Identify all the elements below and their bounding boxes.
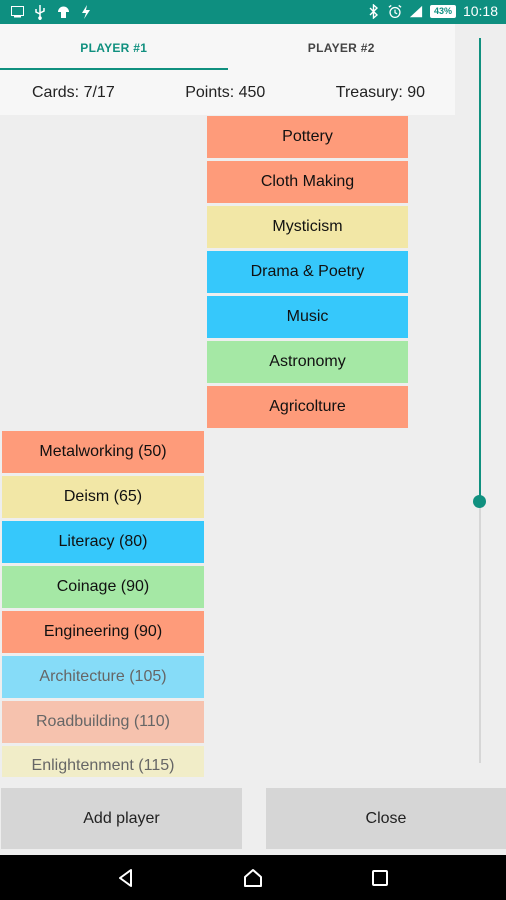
card-label: Metalworking (50) [39, 443, 167, 460]
card-item[interactable]: Deism (65) [2, 476, 204, 518]
tab-player-1[interactable]: PLAYER #1 [0, 24, 228, 70]
card-label: Literacy (80) [58, 533, 148, 550]
card-label: Mysticism [272, 218, 343, 235]
player-info-bar: Cards: 7/17 Points: 450 Treasury: 90 [0, 70, 455, 115]
card-label: Engineering (90) [43, 623, 163, 640]
screenshot-icon [10, 4, 24, 20]
card-label: Deism (65) [63, 488, 143, 505]
alarm-icon [388, 3, 402, 19]
treasury-value: Treasury: 90 [335, 83, 425, 101]
status-bar-right: 43% 10:18 [367, 3, 498, 19]
home-icon[interactable] [242, 867, 264, 889]
battery-icon: 43% [429, 4, 456, 18]
signal-icon [409, 3, 423, 19]
navigation-bar [0, 855, 506, 900]
card-item[interactable]: Coinage (90) [2, 566, 204, 608]
card-item[interactable]: Agricolture [207, 386, 408, 428]
status-bar-left [10, 4, 93, 20]
card-item[interactable]: Engineering (90) [2, 611, 204, 653]
card-item[interactable]: Roadbuilding (110) [2, 701, 204, 743]
card-label: Architecture (105) [39, 668, 167, 685]
battery-level: 43% [433, 6, 452, 16]
charging-icon [79, 4, 93, 20]
card-item[interactable]: Literacy (80) [2, 521, 204, 563]
close-button[interactable]: Close [266, 788, 506, 849]
cards-count: Cards: 7/17 [32, 83, 115, 101]
back-icon[interactable] [115, 867, 137, 889]
player-tabs: PLAYER #1 PLAYER #2 [0, 24, 455, 70]
scroll-thumb[interactable] [473, 495, 486, 508]
card-item[interactable]: Enlightenment (115) [2, 746, 204, 777]
usb-icon [33, 4, 47, 20]
player-header: PLAYER #1 PLAYER #2 Cards: 7/17 Points: … [0, 24, 455, 115]
card-item[interactable]: Cloth Making [207, 161, 408, 203]
card-label: Roadbuilding (110) [35, 713, 170, 730]
recents-icon[interactable] [369, 867, 391, 889]
card-item[interactable]: Mysticism [207, 206, 408, 248]
card-item[interactable]: Metalworking (50) [2, 431, 204, 473]
card-item[interactable]: Architecture (105) [2, 656, 204, 698]
card-item[interactable]: Pottery [207, 116, 408, 158]
status-bar: 43% 10:18 [0, 0, 506, 24]
card-item[interactable]: Drama & Poetry [207, 251, 408, 293]
tab-player-2[interactable]: PLAYER #2 [307, 41, 375, 55]
card-label: Astronomy [269, 353, 346, 370]
card-label: Pottery [282, 128, 333, 145]
card-label: Drama & Poetry [250, 263, 365, 280]
add-player-button[interactable]: Add player [1, 788, 242, 849]
android-debug-icon [56, 4, 70, 20]
card-label: Coinage (90) [56, 578, 150, 595]
points-value: Points: 450 [185, 83, 266, 101]
card-label: Enlightenment (115) [31, 757, 175, 774]
scroll-track-fill [479, 38, 481, 501]
card-label: Agricolture [269, 398, 346, 415]
card-item[interactable]: Music [207, 296, 408, 338]
card-label: Music [286, 308, 329, 325]
card-item[interactable]: Astronomy [207, 341, 408, 383]
card-label: Cloth Making [260, 173, 355, 190]
bluetooth-icon [367, 3, 381, 19]
status-time: 10:18 [462, 3, 498, 19]
scroll-track[interactable] [479, 38, 481, 763]
